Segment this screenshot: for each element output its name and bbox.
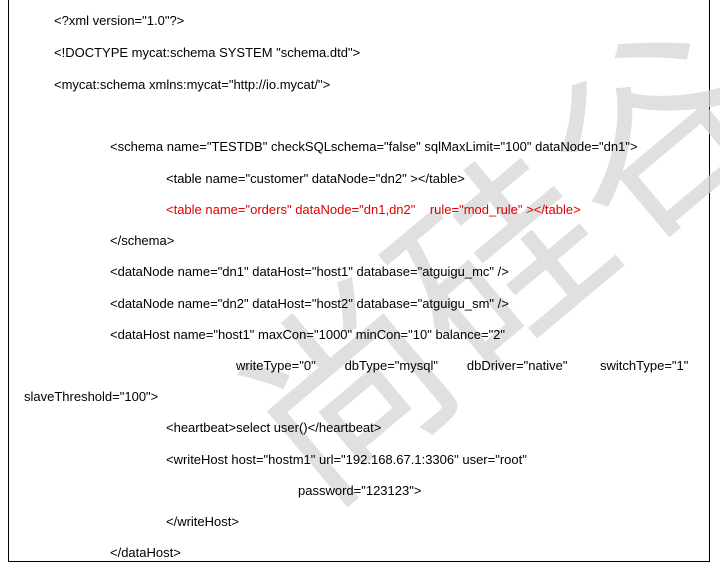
document-frame [8, 0, 710, 562]
code-line-writehost-open: <writeHost host="hostm1" url="192.168.67… [166, 452, 527, 467]
code-line-password: password="123123"> [298, 483, 422, 498]
code-line-datahost-open: <dataHost name="host1" maxCon="1000" min… [110, 327, 506, 342]
code-line-table-customer: <table name="customer" dataNode="dn2" ><… [166, 171, 465, 186]
code-line-datanode-dn1: <dataNode name="dn1" dataHost="host1" da… [110, 264, 509, 279]
code-line-xml-declaration: <?xml version="1.0"?> [54, 13, 185, 28]
code-line-datanode-dn2: <dataNode name="dn2" dataHost="host2" da… [110, 296, 509, 311]
code-line-schema-close: </schema> [110, 233, 175, 248]
code-line-mycat-schema-open: <mycat:schema xmlns:mycat="http://io.myc… [54, 77, 331, 92]
code-line-heartbeat: <heartbeat>select user()</heartbeat> [166, 420, 382, 435]
code-line-table-orders: <table name="orders" dataNode="dn1,dn2" … [166, 202, 581, 217]
code-line-doctype: <!DOCTYPE mycat:schema SYSTEM "schema.dt… [54, 45, 361, 60]
code-line-datahost-close: </dataHost> [110, 545, 181, 560]
code-line-datahost-attributes: writeType="0" dbType="mysql" dbDriver="n… [236, 358, 689, 373]
code-line-slave-threshold: slaveThreshold="100"> [24, 389, 159, 404]
code-line-schema-open: <schema name="TESTDB" checkSQLschema="fa… [110, 139, 638, 154]
code-line-writehost-close: </writeHost> [166, 514, 239, 529]
